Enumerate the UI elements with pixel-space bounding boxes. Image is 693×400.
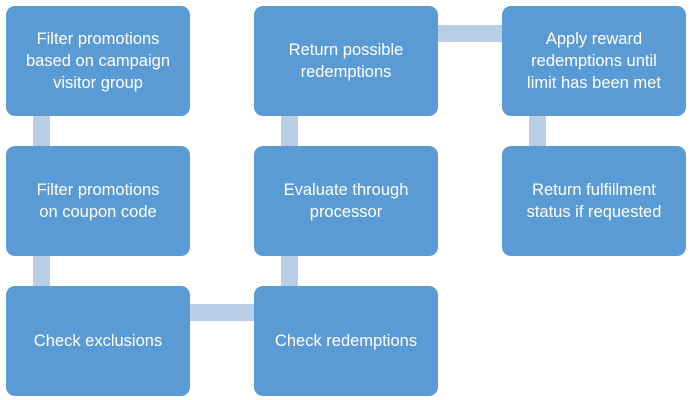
- step-apply-reward-redemptions: Apply reward redemptions until limit has…: [502, 6, 686, 116]
- connector-apply-reward-to-fulfillment: [529, 114, 546, 149]
- connector-coupon-to-exclusions: [33, 254, 50, 289]
- step-return-possible-redemptions: Return possible redemptions: [254, 6, 438, 116]
- step-filter-coupon-code: Filter promotions on coupon code: [6, 146, 190, 256]
- connector-evaluate-to-return-possible: [281, 114, 298, 149]
- step-check-redemptions: Check redemptions: [254, 286, 438, 396]
- connector-exclusions-to-redemptions: [190, 304, 256, 321]
- step-evaluate-processor: Evaluate through processor: [254, 146, 438, 256]
- connector-redemptions-to-evaluate: [281, 254, 298, 289]
- step-return-fulfillment-status: Return fulfillment status if requested: [502, 146, 686, 256]
- connector-visitor-to-coupon: [33, 114, 50, 149]
- step-check-exclusions: Check exclusions: [6, 286, 190, 396]
- step-filter-visitor-group: Filter promotions based on campaign visi…: [6, 6, 190, 116]
- connector-return-possible-to-apply-reward: [436, 25, 504, 42]
